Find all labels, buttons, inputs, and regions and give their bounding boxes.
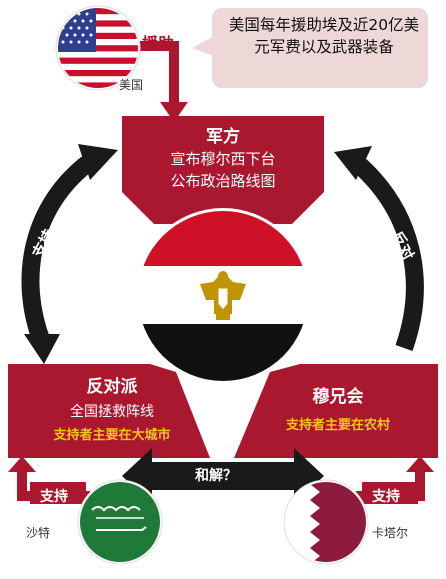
brotherhood-title: 穆兄会 [312, 387, 364, 407]
military-box [122, 116, 324, 224]
callout-text: 美国每年援助埃及近20亿美元军费以及武器装备 [228, 16, 420, 56]
brotherhood-box [234, 364, 438, 458]
qatar-label: 卡塔尔 [372, 526, 409, 540]
left-cycle-arrow [21, 144, 118, 364]
right-cycle-arrow [334, 146, 424, 351]
saudi-flag-icon [77, 479, 163, 565]
aid-arrow [138, 41, 188, 122]
military-line1: 宣布穆尔西下台 [170, 150, 276, 168]
egypt-flag-icon [135, 208, 311, 384]
opposition-line2: 支持者主要在大城市 [53, 428, 171, 443]
military-title: 军方 [206, 127, 240, 147]
qatar-flag-icon [283, 479, 369, 565]
reconcile-label: 和解？ [195, 468, 237, 484]
aid-label: 援助 [142, 34, 175, 53]
us-flag-icon [55, 5, 141, 91]
qatar-support-arrow [356, 456, 434, 504]
saudi-support-label: 支持 [40, 489, 68, 505]
callout-bubble [192, 8, 428, 88]
opposition-title: 反对派 [86, 377, 138, 397]
opposition-box [8, 364, 210, 458]
brotherhood-line1: 支持者主要在农村 [285, 418, 390, 433]
saudi-support-arrow [8, 456, 90, 504]
us-label: 美国 [119, 78, 144, 92]
military-line2: 公布政治路线图 [170, 172, 276, 190]
opposition-line1: 全国拯救阵线 [70, 404, 154, 420]
qatar-support-label: 支持 [372, 489, 400, 505]
saudi-label: 沙特 [26, 526, 51, 540]
